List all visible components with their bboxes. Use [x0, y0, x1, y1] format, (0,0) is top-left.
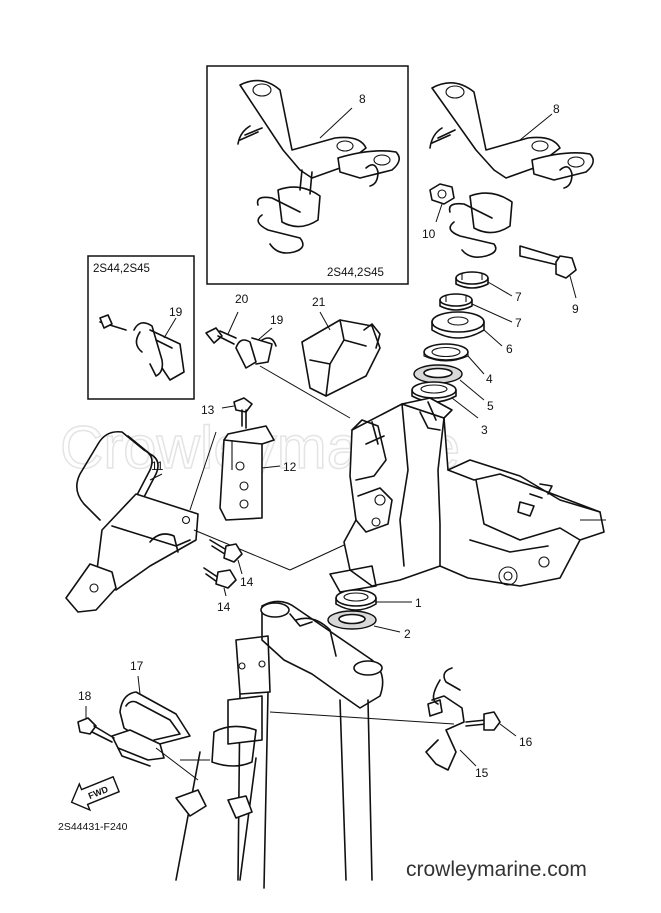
race-1-drawing	[335, 589, 377, 611]
bolt-9-drawing	[519, 245, 577, 279]
callout-8-inset: 8	[359, 92, 366, 106]
bolt-14a-drawing	[209, 539, 243, 563]
clamp-19-inset-drawing	[99, 314, 185, 381]
lock-nut-7b-drawing	[439, 293, 473, 311]
bracket-11-drawing	[65, 430, 199, 613]
callout-17: 17	[130, 659, 144, 673]
callout-18: 18	[78, 689, 92, 703]
bearing-race-4-drawing	[423, 343, 469, 362]
inset-box-top-label: 2S44,2S45	[327, 267, 384, 279]
washer-6-drawing	[431, 311, 485, 339]
bracket-8-drawing	[429, 82, 594, 258]
callout-4: 4	[486, 372, 493, 386]
cover-21-drawing	[301, 319, 381, 397]
callout-7a: 7	[515, 290, 522, 304]
callout-11: 11	[151, 459, 164, 473]
bracket-8-inset-drawing	[237, 79, 400, 254]
callout-15: 15	[475, 766, 489, 780]
callout-20: 20	[235, 292, 249, 306]
callout-7b: 7	[515, 316, 522, 330]
callout-12: 12	[283, 460, 297, 474]
inset-box-left-label: 2S44,2S45	[93, 263, 150, 275]
callout-6: 6	[506, 342, 513, 356]
callout-16: 16	[519, 735, 533, 749]
bearing-5-drawing	[413, 364, 463, 384]
callout-19-inset: 19	[169, 305, 183, 319]
lock-nut-7a-drawing	[455, 271, 489, 289]
fwd-arrow-icon: FWD	[70, 775, 121, 812]
callout-14a: 14	[240, 575, 254, 589]
callout-5: 5	[487, 399, 494, 413]
callout-19: 19	[270, 313, 284, 327]
footer-site: crowleymarine.com	[406, 858, 587, 881]
frame-drawing	[329, 397, 606, 593]
bracket-12-drawing	[219, 425, 275, 521]
callout-1: 1	[415, 596, 422, 610]
figure-code: 2S44431-F240	[58, 821, 128, 833]
callout-9: 9	[572, 302, 579, 316]
bolt-13-drawing	[233, 397, 253, 429]
callout-14b: 14	[217, 600, 231, 614]
race-3-drawing	[411, 381, 457, 403]
bearing-2-drawing	[327, 610, 377, 630]
callout-2: 2	[404, 627, 411, 641]
front-fork-drawing	[175, 600, 384, 889]
clamp-19-drawing	[235, 337, 277, 369]
bolt-18-drawing	[77, 717, 115, 743]
callout-3: 3	[481, 423, 488, 437]
bolt-14b-drawing	[203, 567, 237, 589]
callout-10: 10	[422, 227, 436, 241]
screw-20-drawing	[205, 327, 237, 345]
inset-box-top: 8 2S44,2S45	[206, 65, 409, 285]
nut-10-drawing	[429, 183, 455, 205]
bolt-16-drawing	[465, 711, 501, 731]
clamp-15-drawing	[425, 667, 465, 771]
guide-17-drawing	[111, 691, 191, 767]
callout-21: 21	[312, 295, 326, 309]
callout-8: 8	[553, 102, 560, 116]
inset-box-left: 2S44,2S45 19	[87, 255, 195, 400]
callout-13: 13	[201, 403, 215, 417]
